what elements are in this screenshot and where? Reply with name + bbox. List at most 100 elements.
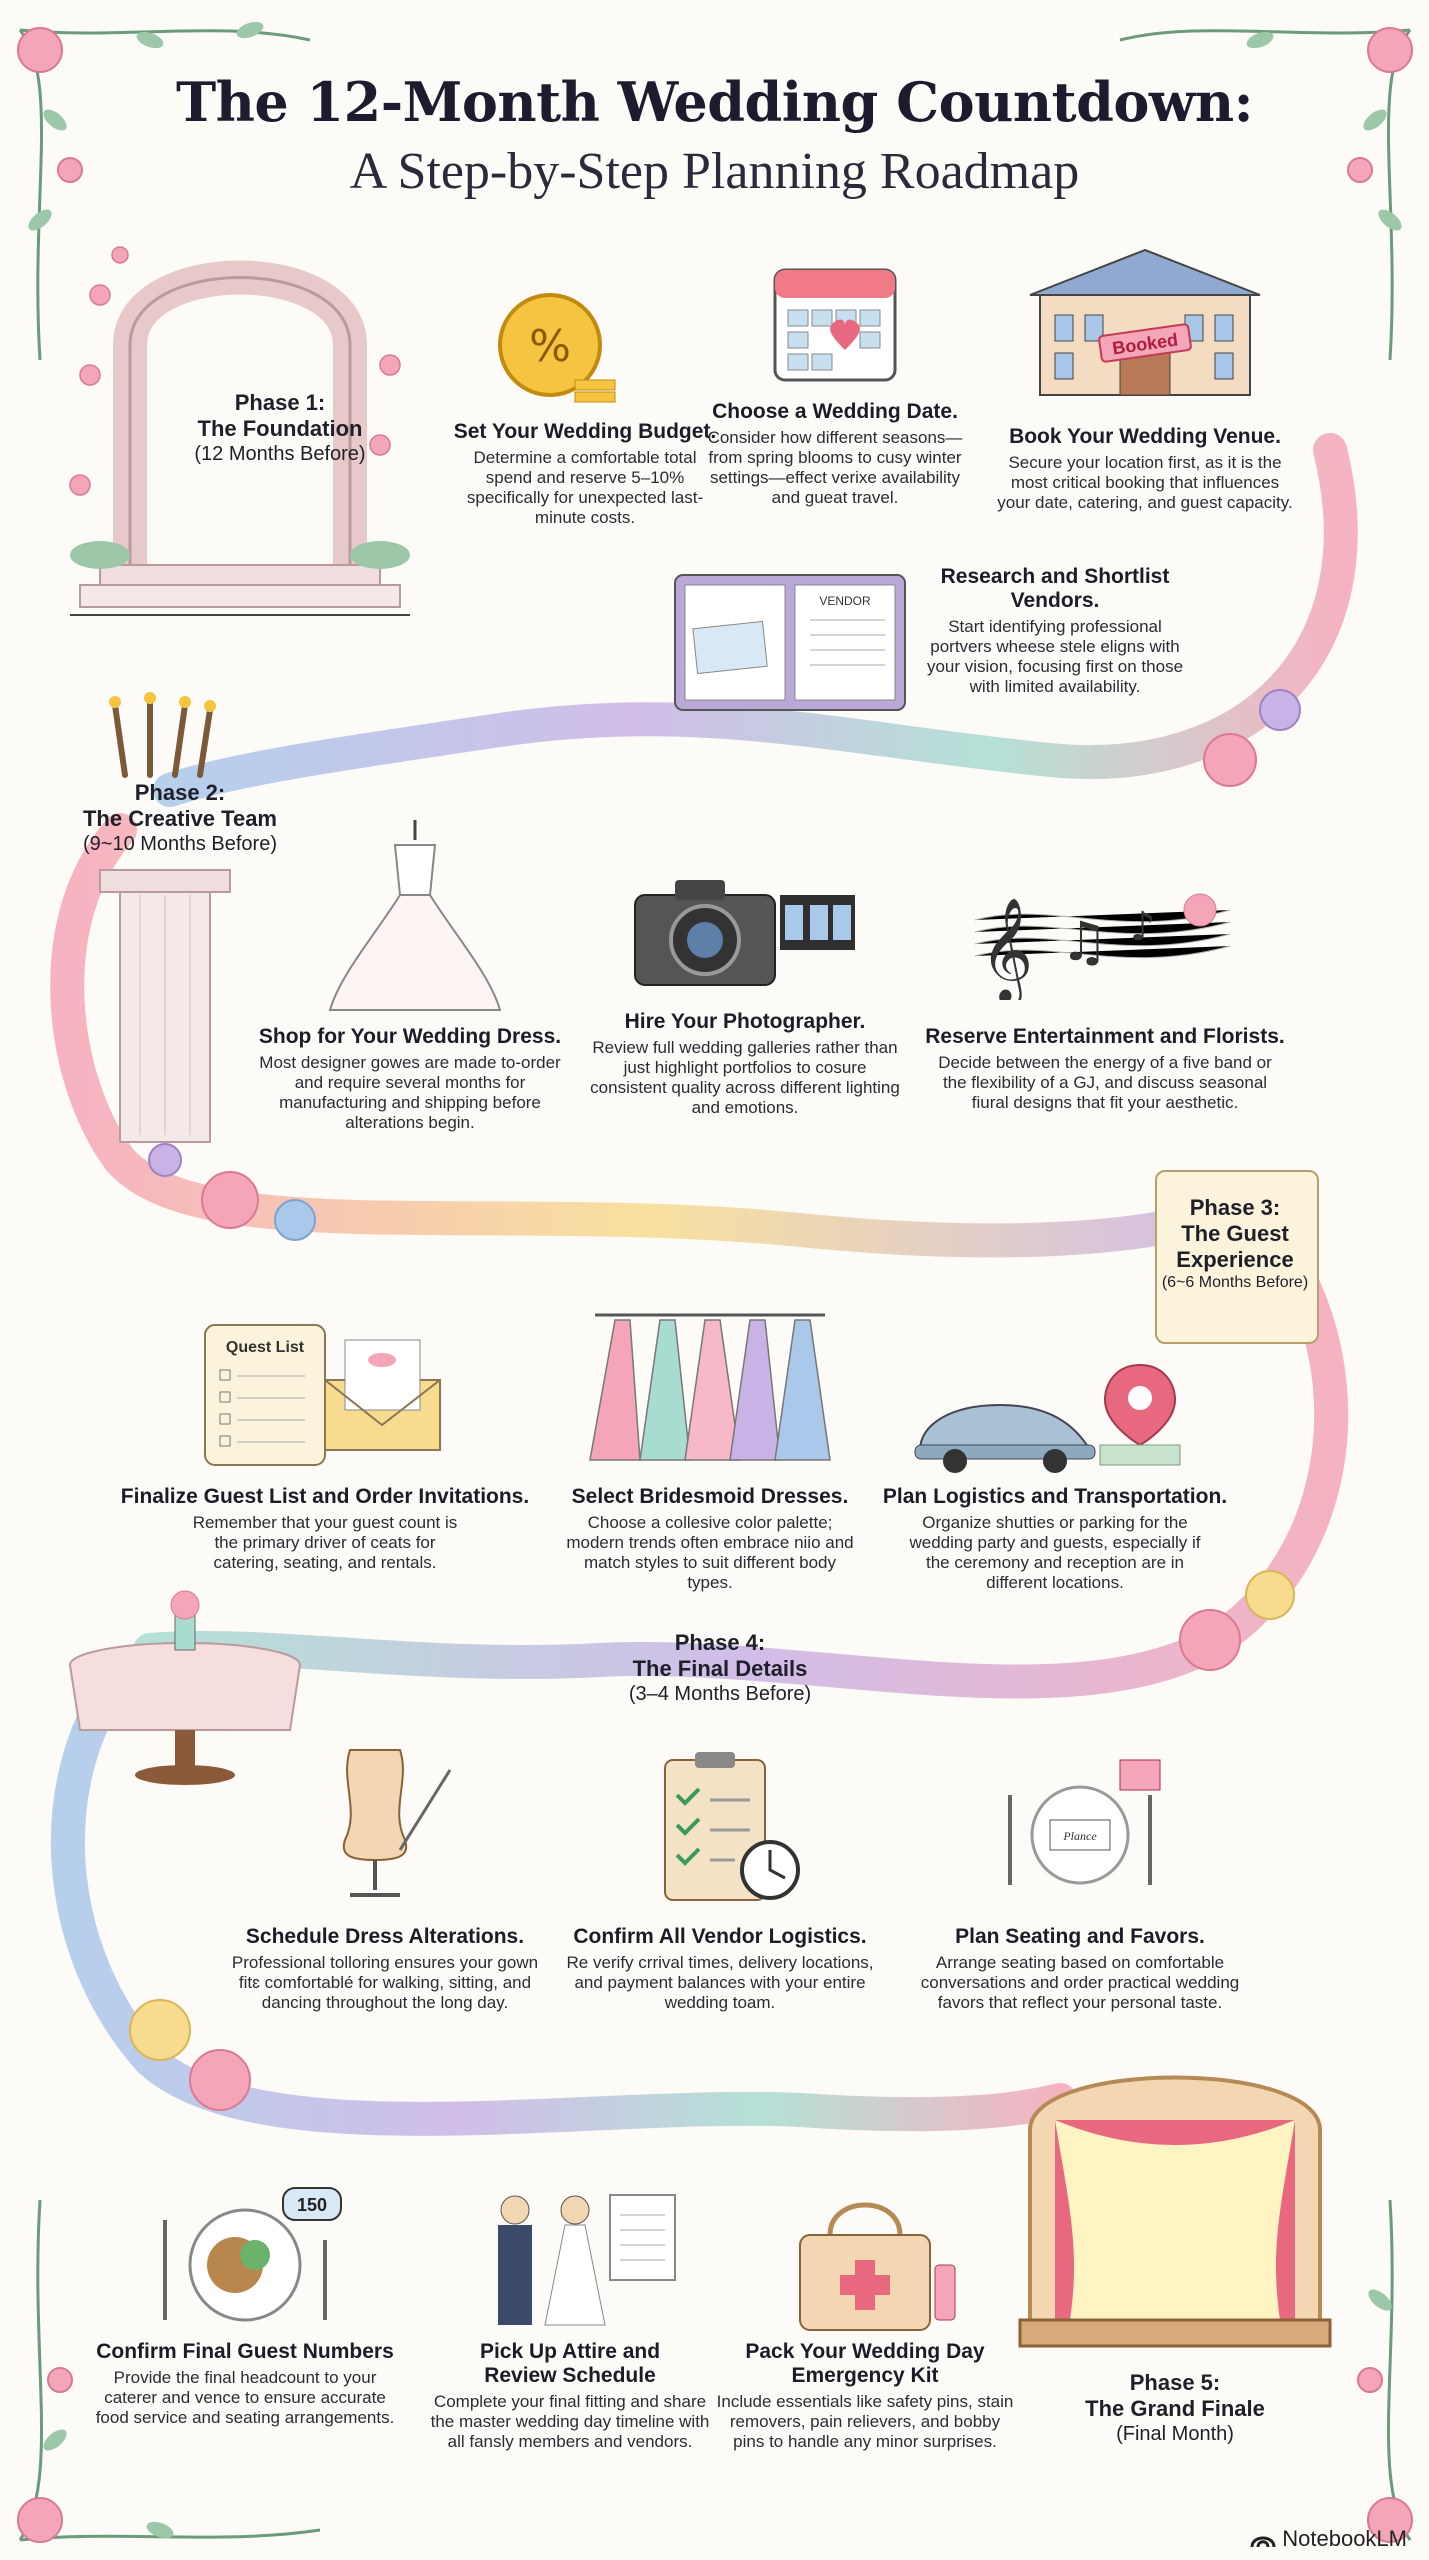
coin-budget-icon: %	[498, 293, 616, 403]
task-logistics: Plan Logistics and Transportation. Organ…	[880, 1485, 1230, 1593]
phase-3-label: Phase 3: The Guest Experience (6~6 Month…	[1160, 1195, 1310, 1293]
task-description: Most designer gowes are made to-order an…	[259, 1053, 561, 1132]
task-guest-list: Finalize Guest List and Order Invitation…	[120, 1485, 530, 1573]
task-choose-date: Choose a Wedding Date. Consider how diff…	[700, 400, 970, 508]
phase-2-subtitle: The Creative Team	[82, 806, 277, 831]
phase-5-subtitle: The Grand Finale	[1085, 2396, 1265, 2421]
pillar-illustration	[99, 869, 231, 1143]
task-description: Review full wedding galleries rather tha…	[590, 1038, 900, 1117]
task-attire-schedule: Pick Up Attire and Review Schedule Compl…	[420, 2340, 720, 2452]
task-title: Schedule Dress Alterations.	[245, 1925, 525, 1948]
guest-list-scroll-icon: Quest List	[204, 1324, 326, 1466]
task-description: Re verify crrival times, delivery locati…	[566, 1953, 874, 2012]
task-title: Shop for Your Wedding Dress.	[258, 1025, 562, 1048]
phase-5-label: Phase 5: The Grand Finale (Final Month)	[1040, 2370, 1310, 2446]
phase-4-subtitle: The Final Details	[632, 1656, 808, 1681]
task-emergency-kit: Pack Your Wedding Day Emergency Kit Incl…	[715, 2340, 1015, 2452]
phase-2-title: Phase 2:	[134, 780, 226, 805]
scroll-illustration	[1155, 1170, 1319, 1344]
svg-text:𝄞: 𝄞	[980, 897, 1033, 1000]
task-description: Remember that your guest count is the pr…	[192, 1513, 458, 1572]
task-wedding-dress: Shop for Your Wedding Dress. Most design…	[250, 1025, 570, 1133]
task-title: Set Your Wedding Budget.	[453, 420, 717, 443]
task-book-venue: Book Your Wedding Venue. Secure your loc…	[995, 425, 1295, 513]
phase-2-label: Phase 2: The Creative Team (9~10 Months …	[60, 780, 300, 856]
task-description: Decide between the energy of a five band…	[938, 1053, 1272, 1112]
paintbrush-icon	[109, 692, 216, 778]
task-description: Arrange seating based on comfortable con…	[920, 1953, 1240, 2012]
phase-5-title: Phase 5:	[1129, 2370, 1221, 2395]
place-setting-icon: Plance	[1008, 1759, 1161, 1885]
emergency-kit-icon	[799, 2202, 956, 2331]
wedding-dress-illustration	[328, 820, 502, 1011]
phase-5-timing: (Final Month)	[1116, 2423, 1234, 2445]
task-title: Select Bridesmoid Dresses.	[571, 1485, 849, 1508]
task-title: Choose a Wedding Date.	[712, 400, 958, 423]
task-research-vendors: Research and Shortlist Vendors. Start id…	[920, 565, 1190, 697]
task-vendor-logistics: Confirm All Vendor Logistics. Re verify …	[565, 1925, 875, 2013]
music-notes-icon: 𝄞 ♫ ♪	[974, 893, 1231, 1000]
clipboard-checklist-icon	[664, 1752, 800, 1901]
bridesmaid-dresses-illustration	[589, 1313, 831, 1461]
task-title: Hire Your Photographer.	[624, 1010, 866, 1033]
camera-icon	[634, 880, 855, 986]
page-title: The 12-Month Wedding Countdown:	[175, 70, 1254, 134]
envelope-icon	[324, 1339, 441, 1451]
couple-schedule-illustration	[498, 2194, 676, 2326]
task-description: Professional tolloring ensures your gown…	[231, 1953, 539, 2012]
car-icon	[914, 1403, 1096, 1473]
task-description: Secure your location first, as it is the…	[997, 453, 1293, 512]
task-description: Choose a collesive color palette; modern…	[566, 1513, 854, 1592]
task-alterations: Schedule Dress Alterations. Professional…	[220, 1925, 550, 2013]
task-final-guest-numbers: Confirm Final Guest Numbers Provide the …	[95, 2340, 395, 2428]
task-description: Provide the final headcount to your cate…	[95, 2368, 395, 2427]
task-title: Confirm Final Guest Numbers	[96, 2340, 394, 2363]
archway-illustration	[69, 246, 410, 616]
task-description: Organize shutties or parking for the wed…	[909, 1513, 1201, 1592]
svg-text:♫: ♫	[1060, 910, 1108, 973]
phase-3-title: Phase 3:	[1189, 1195, 1281, 1220]
notebooklm-logo: NotebookLM	[1250, 2526, 1407, 2552]
task-description: Include essentials like safety pins, sta…	[716, 2392, 1014, 2451]
task-entertainment: Reserve Entertainment and Florists. Deci…	[925, 1025, 1285, 1113]
task-title: Finalize Guest List and Order Invitation…	[120, 1485, 530, 1508]
phase-4-label: Phase 4: The Final Details (3–4 Months B…	[560, 1630, 880, 1706]
svg-text:%: %	[529, 321, 571, 372]
headcount-bubble-text: 150	[297, 2195, 327, 2215]
task-title: Plan Logistics and Transportation.	[882, 1485, 1228, 1508]
task-bridesmaid: Select Bridesmoid Dresses. Choose a coll…	[560, 1485, 860, 1593]
phase-3-subtitle: The Guest Experience	[1176, 1221, 1294, 1272]
task-seating: Plan Seating and Favors. Arrange seating…	[915, 1925, 1245, 2013]
meal-plate-icon: 150	[163, 2187, 342, 2322]
map-pin-icon	[1099, 1363, 1181, 1466]
task-set-budget: Set Your Wedding Budget. Determine a com…	[450, 420, 720, 528]
task-title: Reserve Entertainment and Florists.	[925, 1025, 1285, 1048]
guest-list-heading: Quest List	[226, 1339, 305, 1356]
dress-form-icon	[342, 1749, 452, 1897]
task-title: Book Your Wedding Venue.	[1009, 425, 1281, 448]
task-description: Complete your final fitting and share th…	[430, 2392, 710, 2451]
phase-1-subtitle: The Foundation	[197, 416, 363, 441]
phase-1-timing: (12 Months Before)	[194, 443, 366, 465]
vendor-binder-illustration: VENDOR	[674, 574, 906, 711]
phase-1-label: Phase 1: The Foundation (12 Months Befor…	[180, 390, 380, 466]
task-description: Consider how different seasons—from spri…	[707, 428, 963, 507]
task-photographer: Hire Your Photographer. Review full wedd…	[590, 1010, 900, 1118]
task-title: Research and Shortlist Vendors.	[940, 565, 1170, 612]
task-title: Confirm All Vendor Logistics.	[573, 1925, 867, 1948]
page-subtitle: A Step-by-Step Planning Roadmap	[349, 143, 1080, 200]
phase-3-timing: (6~6 Months Before)	[1161, 1274, 1309, 1291]
task-title: Pack Your Wedding Day Emergency Kit	[745, 2340, 985, 2387]
notebooklm-icon	[1250, 2536, 1276, 2548]
notebooklm-wordmark: NotebookLM	[1282, 2526, 1407, 2551]
stage-illustration	[1018, 2075, 1332, 2348]
vendor-page-label: VENDOR	[819, 594, 871, 608]
task-description: Start identifying professional portvers …	[926, 617, 1184, 696]
task-title: Plan Seating and Favors.	[955, 1925, 1205, 1948]
phase-4-timing: (3–4 Months Before)	[628, 1683, 812, 1705]
phase-2-timing: (9~10 Months Before)	[83, 833, 277, 855]
task-title: Pick Up Attire and Review Schedule	[479, 2340, 661, 2387]
phase-1-title: Phase 1:	[234, 390, 326, 415]
svg-text:♪: ♪	[1130, 904, 1156, 950]
